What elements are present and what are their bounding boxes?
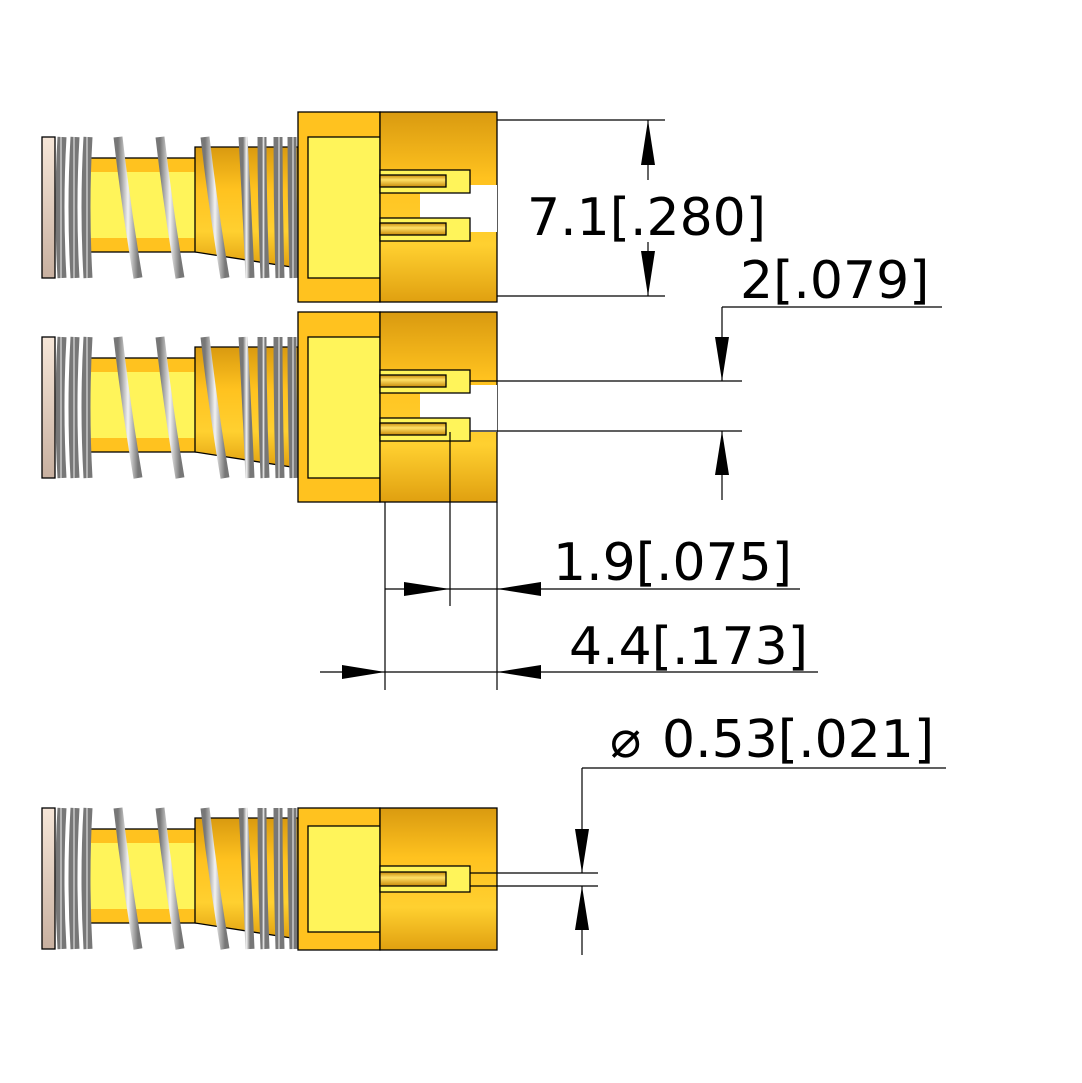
dimension-pin-pitch-label: 2[.079] <box>740 251 929 311</box>
connector-middle <box>42 311 498 503</box>
dimension-pin-diameter: ⌀ 0.53[.021] <box>470 710 946 955</box>
pin <box>379 417 471 442</box>
pin <box>379 217 471 242</box>
dimension-pin-offset-label: 1.9[.075] <box>553 533 792 593</box>
pin <box>379 169 471 194</box>
dimension-body-depth: 4.4[.173] <box>320 617 818 679</box>
pin <box>379 369 471 394</box>
dimension-height: 7.1[.280] <box>497 119 766 297</box>
dimension-height-label: 7.1[.280] <box>527 188 766 248</box>
dimension-pin-pitch: 2[.079] <box>470 251 942 500</box>
dimension-body-depth-label: 4.4[.173] <box>569 617 808 677</box>
pin <box>379 865 471 893</box>
dimension-pin-offset: 1.9[.075] <box>384 432 800 690</box>
connector-top <box>42 111 498 303</box>
diameter-symbol: ⌀ <box>610 710 641 770</box>
connector-bottom <box>42 808 498 950</box>
dimension-pin-diameter-label: 0.53[.021] <box>662 710 934 770</box>
